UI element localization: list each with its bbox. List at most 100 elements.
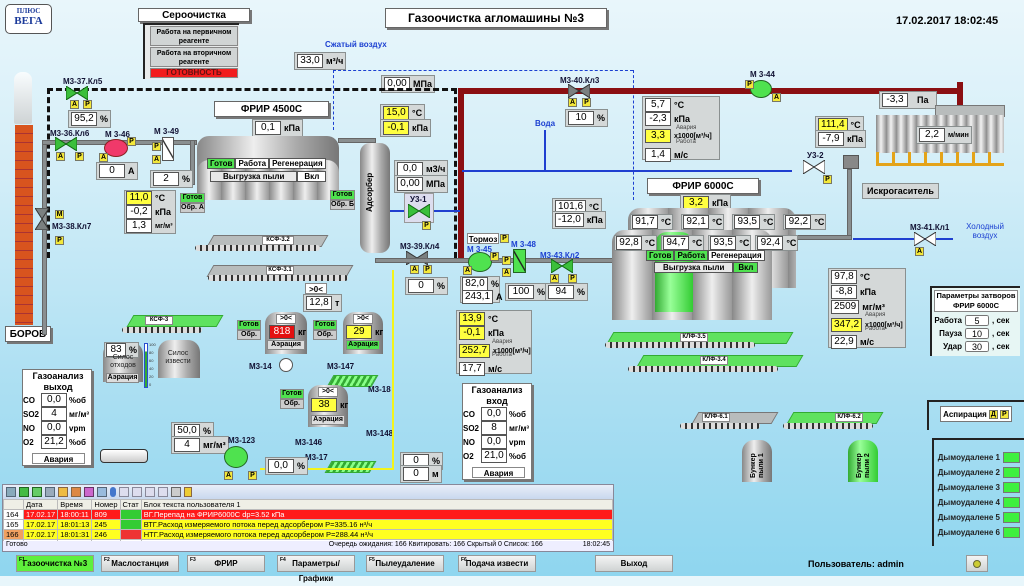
toolbar-lock2-icon[interactable] [184, 487, 192, 497]
status-indicator [1003, 467, 1020, 478]
tank3-gotov[interactable]: Готов [280, 389, 304, 399]
obr-a[interactable]: Обр. А [180, 203, 205, 213]
fan-m345-icon[interactable] [468, 252, 492, 272]
tank3-aeration[interactable]: Аэрация [311, 415, 345, 425]
tank1-aeration[interactable]: Аэрация [267, 340, 305, 350]
smoke-exhaust-6[interactable]: Дымоудалене 6 [934, 527, 1020, 538]
waste-silo-aeration[interactable]: Аэрация [106, 373, 139, 383]
login-key-icon[interactable] [966, 555, 988, 572]
smoke-exhaust-4[interactable]: Дымоудалене 4 [934, 497, 1020, 508]
smoke-exhaust-5[interactable]: Дымоудалене 5 [934, 512, 1020, 523]
toolbar-filter-icon[interactable] [45, 487, 55, 497]
toolbar-print-icon[interactable] [97, 487, 107, 497]
tank2-gotov[interactable]: Готов [313, 320, 337, 330]
fan-m344-icon[interactable] [750, 80, 772, 98]
toolbar-chart-icon[interactable] [71, 487, 81, 497]
status-regen: Регенерация [269, 158, 326, 169]
primary-reagent-button[interactable]: Работа на первичном реагенте [150, 26, 238, 46]
toolbar-ack-all-icon[interactable] [32, 487, 42, 497]
adsorber-label: Адсорбер [365, 172, 374, 212]
blower-m3123-icon[interactable] [224, 446, 248, 468]
status-work: Работа [674, 250, 709, 261]
secondary-reagent-button[interactable]: Работа на вторичном реагенте [150, 47, 238, 67]
smoke-exhaust-2[interactable]: Дымоудалене 2 [934, 467, 1020, 478]
m349-value: 2% [150, 170, 194, 188]
damper-m349-icon[interactable] [162, 137, 174, 161]
shutter-row-pause: Пауза, сек [934, 327, 1009, 340]
toolbar-stats-icon[interactable] [84, 487, 94, 497]
gotov-a[interactable]: Готов [180, 193, 205, 203]
lime-silo [158, 340, 200, 378]
log-header: Дата Время Номер Стат Блок текста пользо… [3, 499, 614, 510]
chain-klf62 [783, 423, 873, 429]
bunker-2 [848, 440, 878, 482]
toolbar-last-icon[interactable] [132, 487, 142, 497]
tank2-aeration[interactable]: Аэрация [346, 340, 380, 350]
valve-kl5-icon[interactable] [66, 86, 88, 100]
frir6000-title: ФРИР 6000С [647, 178, 759, 194]
red-duct-vert [458, 88, 464, 263]
toolbar-first-icon[interactable] [119, 487, 129, 497]
smoke-exhaust-1[interactable]: Дымоудалене 1 [934, 452, 1020, 463]
shutter-pause-input[interactable] [965, 328, 989, 339]
tank1-obr[interactable]: Обр. [237, 330, 261, 340]
tag-p: P [745, 80, 754, 89]
obr-b[interactable]: Обр. Б [330, 200, 355, 210]
adsorber-vessel [360, 143, 390, 253]
conveyor-klf62-label: КЛФ-6.2 [835, 413, 863, 422]
valve-kl6-icon[interactable] [55, 137, 77, 151]
toolbar-settings-icon[interactable] [171, 487, 181, 497]
toolbar-down-icon[interactable] [158, 487, 168, 497]
valve-kl1-icon[interactable] [914, 232, 936, 246]
temp-bottom-2: 94,7°С [661, 235, 705, 251]
valve-kl3-icon[interactable] [568, 84, 590, 98]
fan-m346-icon[interactable] [104, 139, 128, 157]
shutter-work-input[interactable] [965, 315, 989, 326]
aspiration-box[interactable]: Аспирация Д Р [940, 406, 1012, 422]
toolbar-up-icon[interactable] [145, 487, 155, 497]
damper-m348-icon[interactable] [513, 249, 526, 273]
feeder-m314-icon[interactable] [279, 358, 293, 372]
exit-button[interactable]: Выход [595, 555, 673, 572]
tag-a: A [152, 155, 161, 164]
valve-uz2-icon[interactable] [803, 160, 825, 174]
valve-kl2-icon[interactable] [551, 259, 573, 273]
toolbar-refresh-icon[interactable] [6, 487, 16, 497]
shutter-strike-input[interactable] [965, 341, 989, 352]
bunker-2-label: Бункер пыли 2 [856, 453, 871, 478]
valve-kl7-icon[interactable] [35, 208, 49, 230]
gotov-b[interactable]: Готов [330, 190, 355, 200]
m346-name: М 3-46 [105, 130, 130, 139]
tank3-obr[interactable]: Обр. [280, 399, 304, 409]
temp-top-2: 92,1°С [681, 214, 725, 230]
status-indicator [1003, 497, 1020, 508]
tank1-gotov[interactable]: Готов [237, 320, 261, 330]
pipe-frir-adsorber [338, 138, 376, 143]
status-indicator [1003, 512, 1020, 523]
smoke-exhaust-3[interactable]: Дымоудалене 3 [934, 482, 1020, 493]
toolbar-ack-icon[interactable] [19, 487, 29, 497]
toolbar-sort-icon[interactable] [110, 487, 116, 497]
valve-uz1-icon[interactable] [408, 204, 430, 218]
frir6000-unload-bar: Выгрузка пыли Вкл [654, 262, 759, 273]
toolbar-lock-icon[interactable] [58, 487, 68, 497]
tank2-obr[interactable]: Обр. [313, 330, 337, 340]
